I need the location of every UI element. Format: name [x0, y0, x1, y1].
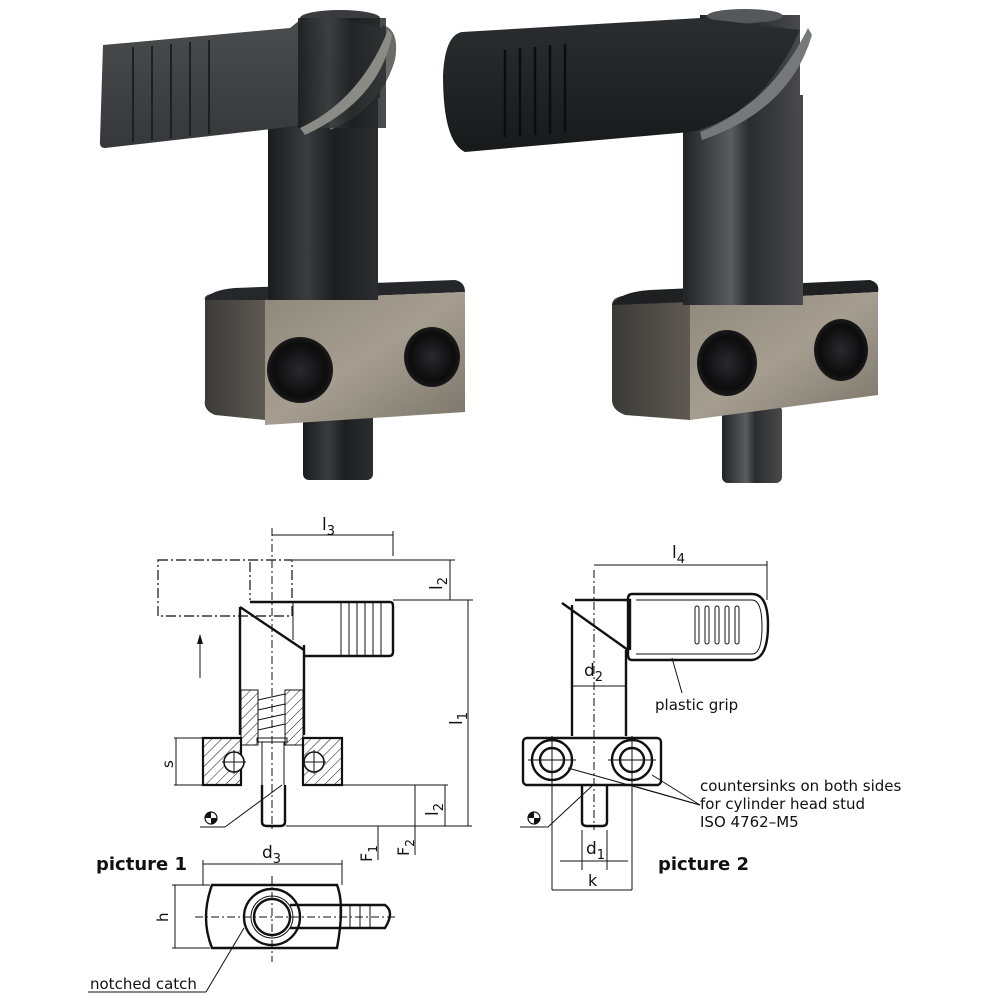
dim-l2-top: l2	[427, 577, 451, 590]
dim-d1: d1	[586, 839, 605, 863]
dim-f1: F1	[357, 845, 380, 862]
dim-d3: d3	[262, 843, 281, 867]
dim-h: h	[154, 912, 172, 922]
dim-l3: l3	[322, 515, 335, 539]
dim-k: k	[588, 871, 598, 890]
picture-2-title: picture 2	[658, 854, 749, 875]
dim-l2-bottom: l2	[423, 803, 447, 816]
dim-l1: l1	[447, 712, 471, 725]
callout-countersinks-line2: for cylinder head stud	[700, 795, 865, 813]
dim-d2: d2	[584, 661, 603, 685]
callout-plastic-grip: plastic grip	[655, 696, 738, 714]
drawing-picture-2	[520, 561, 770, 891]
dim-s: s	[159, 760, 177, 768]
photo-right-plunger	[443, 9, 879, 483]
photo-left-plunger	[99, 10, 465, 480]
callout-countersinks-line3: ISO 4762–M5	[700, 813, 799, 831]
dim-f2: F2	[394, 839, 417, 856]
callout-notched-catch: notched catch	[90, 975, 197, 993]
callout-countersinks-line1: countersinks on both sides	[700, 777, 902, 795]
drawing-picture-1-side-view	[157, 528, 473, 860]
dim-l4: l4	[672, 543, 685, 567]
picture-1-title: picture 1	[96, 854, 187, 875]
drawing-picture-1-top-view	[88, 860, 398, 993]
